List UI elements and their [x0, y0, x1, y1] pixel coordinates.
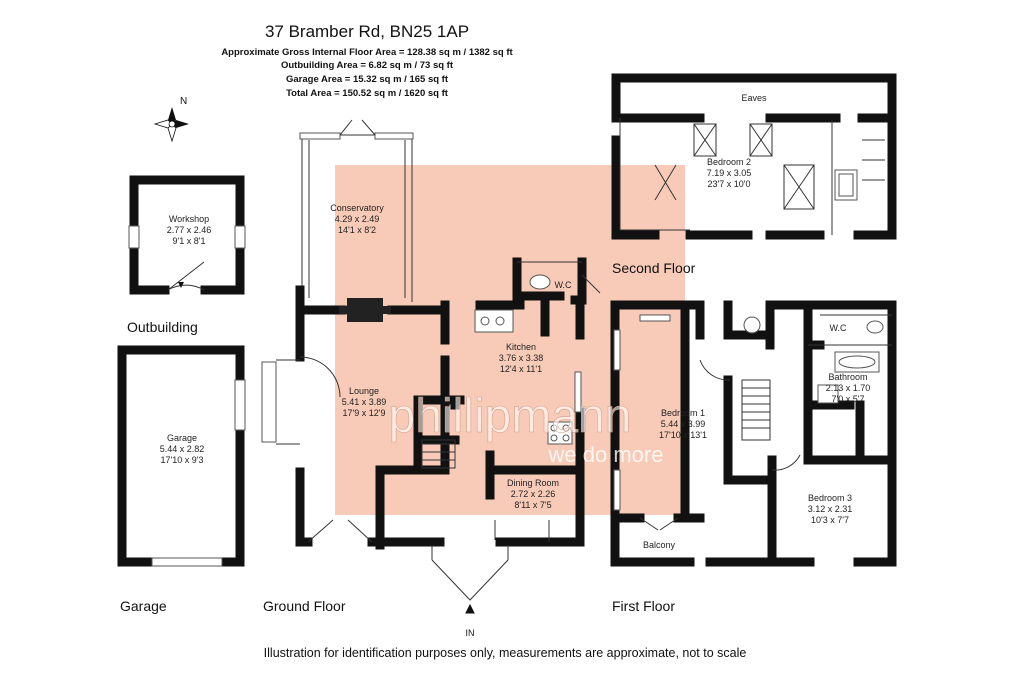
ground-floor-plan: [261, 119, 601, 614]
garage-floor-label: Garage: [120, 598, 167, 614]
bedroom-2-imperial: 23'7 x 10'0: [708, 179, 751, 189]
property-address: 37 Bramber Rd, BN25 1AP: [265, 22, 469, 41]
workshop-metric: 2.77 x 2.46: [167, 225, 212, 235]
second-floor-label: Second Floor: [612, 260, 696, 276]
outbuilding-plan: [128, 175, 246, 295]
lounge-name: Lounge: [349, 386, 379, 396]
bathroom-metric: 2.13 x 1.70: [826, 383, 871, 393]
kitchen-imperial: 12'4 x 11'1: [500, 364, 542, 374]
ground-floor-label: Ground Floor: [263, 598, 346, 614]
bedroom-1-imperial: 17'10 x 13'1: [659, 430, 707, 440]
garage-metric: 5.44 x 2.82: [160, 444, 205, 454]
bathroom-name: Bathroom: [828, 372, 867, 382]
ground-wc-name: W.C: [555, 280, 572, 290]
kitchen-name: Kitchen: [506, 342, 536, 352]
dining-room-metric: 2.72 x 2.26: [511, 489, 556, 499]
bedroom-2-metric: 7.19 x 3.05: [707, 168, 752, 178]
watermark-box: [335, 165, 685, 515]
balcony-name: Balcony: [643, 540, 676, 550]
workshop-imperial: 9'1 x 8'1: [173, 236, 206, 246]
watermark-tagline: we do more: [548, 442, 664, 467]
lounge-imperial: 17'9 x 12'9: [343, 408, 386, 418]
second-floor-plan: [611, 73, 897, 240]
kitchen-metric: 3.76 x 3.38: [499, 353, 544, 363]
total-area-text: Total Area = 150.52 sq m / 1620 sq ft: [286, 88, 449, 99]
dining-room-imperial: 8'11 x 7'5: [514, 500, 551, 510]
bathroom-imperial: 7'0 x 5'7: [832, 394, 865, 404]
conservatory-imperial: 14'1 x 8'2: [338, 225, 376, 235]
conservatory-metric: 4.29 x 2.49: [335, 214, 380, 224]
first-floor-label: First Floor: [612, 598, 675, 614]
watermark-brand: phillipmann: [389, 390, 632, 443]
bedroom-2-name: Bedroom 2: [707, 157, 751, 167]
bedroom-3-name: Bedroom 3: [808, 493, 852, 503]
outbuilding-area-text: Outbuilding Area = 6.82 sq m / 73 sq ft: [281, 60, 454, 71]
bedroom-1-metric: 5.44 x 3.99: [661, 419, 706, 429]
first-wc-name: W.C: [830, 323, 847, 333]
garage-imperial: 17'10 x 9'3: [161, 455, 204, 465]
bedroom-3-imperial: 10'3 x 7'7: [811, 515, 849, 525]
outbuilding-floor-label: Outbuilding: [127, 319, 198, 335]
eaves-label: Eaves: [741, 93, 767, 103]
garage-name: Garage: [167, 433, 197, 443]
gross-area-text: Approximate Gross Internal Floor Area = …: [221, 47, 513, 58]
conservatory-name: Conservatory: [330, 203, 384, 213]
bedroom-3-metric: 3.12 x 2.31: [808, 504, 853, 514]
garage-plan: [117, 345, 246, 567]
disclaimer-text: Illustration for identification purposes…: [264, 646, 747, 660]
dining-room-name: Dining Room: [507, 478, 559, 488]
first-floor-plan: [610, 300, 897, 567]
compass-north-label: N: [180, 96, 187, 107]
workshop-name: Workshop: [169, 214, 209, 224]
entrance-label: IN: [466, 628, 475, 638]
compass-rose-icon: [153, 107, 189, 143]
lounge-metric: 5.41 x 3.89: [342, 397, 387, 407]
garage-area-text: Garage Area = 15.32 sq m / 165 sq ft: [286, 74, 449, 85]
bedroom-1-name: Bedroom 1: [661, 408, 705, 418]
